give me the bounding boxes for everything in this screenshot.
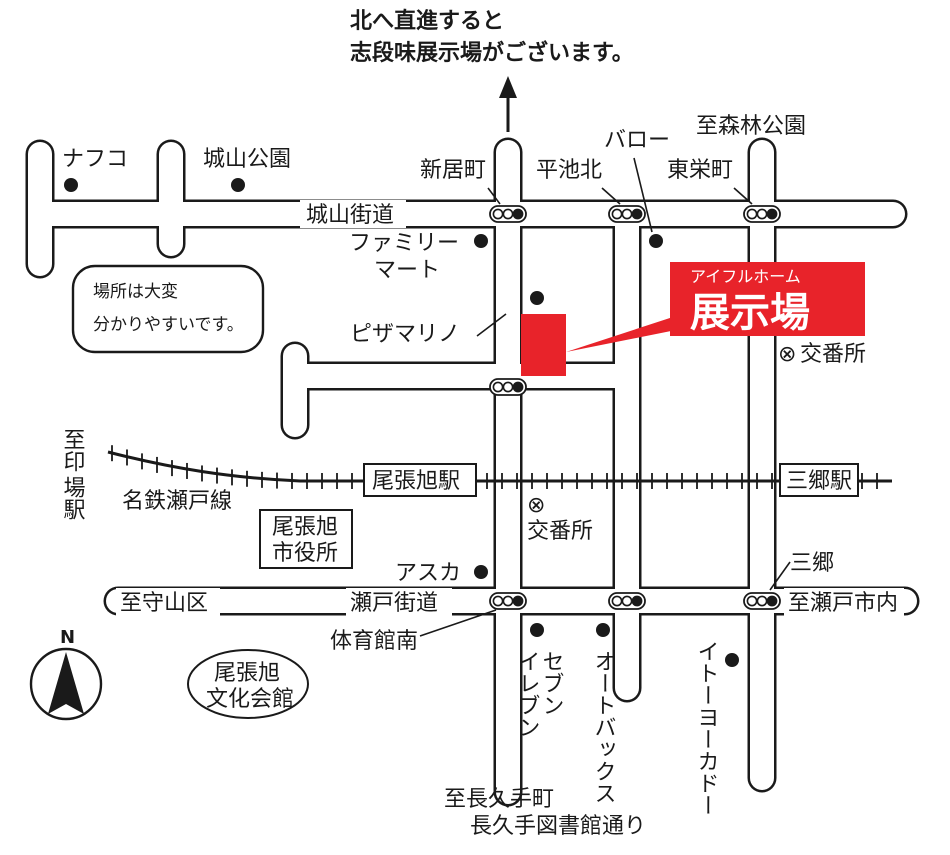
traffic-signal-icon xyxy=(608,592,646,610)
landmark-pizza: ピザマリノ xyxy=(350,322,460,347)
intersection-toeicho: 東栄町 xyxy=(667,158,733,183)
header-line-2: 志段味展示場がございます。 xyxy=(350,40,634,66)
nagakute-library-road-label: 長久手図書館通り xyxy=(470,814,646,839)
traffic-signal-icon xyxy=(743,205,781,223)
landmark-koban-east: 交番所 xyxy=(800,342,866,367)
landmark-seven-dot xyxy=(530,623,544,637)
station-sango-label: 三郷駅 xyxy=(786,469,852,494)
note-bubble xyxy=(71,264,265,354)
showroom-title: 展示場 xyxy=(690,290,810,336)
to-setoshi-label: 至瀬戸市内 xyxy=(788,591,898,616)
landmark-seven-1: セブン xyxy=(539,650,564,716)
landmark-culture-hall-2: 文化会館 xyxy=(206,687,294,712)
station-sango: 三郷駅 xyxy=(779,463,859,497)
culture-hall-ellipse xyxy=(187,649,309,719)
showroom-callout: アイフルホーム 展示場 xyxy=(670,262,865,336)
to-nagakute-label: 至長久手町 xyxy=(444,787,554,812)
landmark-shiroyama-park-dot xyxy=(231,178,245,192)
north-arrow-icon xyxy=(499,76,517,132)
landmark-baro: バロー xyxy=(604,128,670,153)
to-moriyama-label: 至守山区 xyxy=(120,591,208,616)
to-inba-station-2: 場駅 xyxy=(60,476,86,520)
compass-north-label: N xyxy=(60,627,75,648)
railway-line xyxy=(107,445,892,489)
railway-line-name: 名鉄瀬戸線 xyxy=(122,489,232,514)
landmark-family-mart-dot xyxy=(474,234,488,248)
compass-icon: N xyxy=(29,627,103,721)
landmark-nafuko-dot xyxy=(64,178,78,192)
traffic-signal-icon xyxy=(743,592,781,610)
landmark-seven-2: イレブン xyxy=(515,650,540,738)
landmark-asuka-dot xyxy=(474,565,488,579)
traffic-signal-icon xyxy=(489,378,527,396)
intersection-taiikukanminami: 体育館南 xyxy=(330,629,418,654)
note-line-2: 分かりやすいです。 xyxy=(93,315,244,335)
landmark-nafuko: ナフコ xyxy=(62,147,128,172)
intersection-shinimachi: 新居町 xyxy=(420,158,486,183)
landmark-asuka: アスカ xyxy=(395,561,461,586)
showroom-location-marker xyxy=(521,314,566,376)
to-inba-station-1: 至印 xyxy=(60,428,85,472)
landmark-itoyokado-dot xyxy=(725,653,739,667)
station-owari-asahi-label: 尾張旭駅 xyxy=(372,469,460,494)
traffic-signal-icon xyxy=(489,205,527,223)
koban-south-icon: ⊗ xyxy=(527,493,545,518)
station-owari-asahi: 尾張旭駅 xyxy=(363,463,477,497)
showroom-brand: アイフルホーム xyxy=(690,267,801,286)
traffic-signal-icon xyxy=(608,205,646,223)
koban-east-icon: ⊗ xyxy=(778,342,796,367)
intersection-sango: 三郷 xyxy=(790,551,834,576)
landmark-autobacs-dot xyxy=(596,623,610,637)
traffic-signals xyxy=(489,205,781,610)
intersection-hiraikekita: 平池北 xyxy=(536,158,602,183)
landmark-culture-hall-1: 尾張旭 xyxy=(214,661,280,686)
header-line-1: 北へ直進すると xyxy=(350,8,504,34)
landmark-family-mart-1: ファミリー xyxy=(349,231,459,256)
landmark-city-hall-1: 尾張旭 xyxy=(272,515,338,540)
road-network xyxy=(25,137,920,807)
note-line-1: 場所は大変 xyxy=(93,282,178,302)
to-morinpark-label: 至森林公園 xyxy=(696,114,806,139)
road-shiroyama-label: 城山街道 xyxy=(306,203,394,228)
road-seto-label: 瀬戸街道 xyxy=(350,591,438,616)
traffic-signal-icon xyxy=(489,592,527,610)
showroom-callout-pointer xyxy=(566,316,676,352)
landmark-city-hall-2: 市役所 xyxy=(272,541,338,566)
city-hall-box xyxy=(259,509,353,569)
landmark-shiroyama-park: 城山公園 xyxy=(203,147,291,172)
landmark-autobacs: オートバックス xyxy=(591,650,616,804)
landmark-baro-dot xyxy=(649,234,663,248)
landmark-itoyokado: イトーヨーカドー xyxy=(694,640,719,816)
landmark-koban-south: 交番所 xyxy=(527,519,593,544)
landmark-family-mart-2: マート xyxy=(374,258,440,283)
landmark-pizza-dot xyxy=(530,291,544,305)
